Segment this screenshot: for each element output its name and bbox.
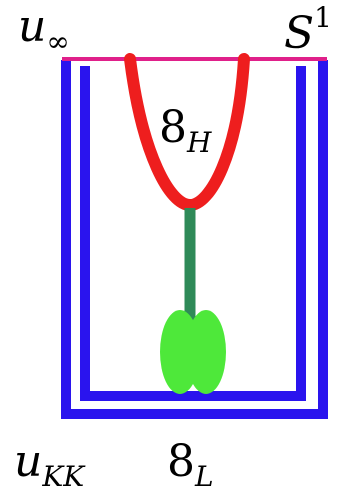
label-8-l-sub: L bbox=[195, 459, 214, 493]
label-u-infinity-sub: ∞ bbox=[46, 24, 70, 58]
label-8-h-base: 8 bbox=[159, 102, 187, 153]
label-u-infinity-base: u bbox=[18, 1, 47, 52]
label-u-infinity: u∞ bbox=[18, 5, 70, 56]
label-u-kk-base: u bbox=[14, 436, 43, 487]
label-8-h-sub: H bbox=[187, 125, 212, 159]
label-s1-sup: 1 bbox=[314, 1, 332, 34]
inner-blue-brane bbox=[80, 66, 306, 401]
red-parabola-brane bbox=[124, 53, 250, 212]
label-8-h: 8H bbox=[159, 106, 211, 157]
green-blob bbox=[160, 310, 226, 394]
label-s1-base: S bbox=[284, 8, 315, 59]
outer-blue-brane bbox=[61, 60, 328, 419]
label-u-kk: uKK bbox=[14, 440, 84, 491]
label-u-kk-sub: KK bbox=[42, 459, 85, 493]
label-8-l-base: 8 bbox=[167, 436, 195, 487]
label-s1: S1 bbox=[284, 4, 332, 56]
label-8-l: 8L bbox=[167, 440, 214, 491]
